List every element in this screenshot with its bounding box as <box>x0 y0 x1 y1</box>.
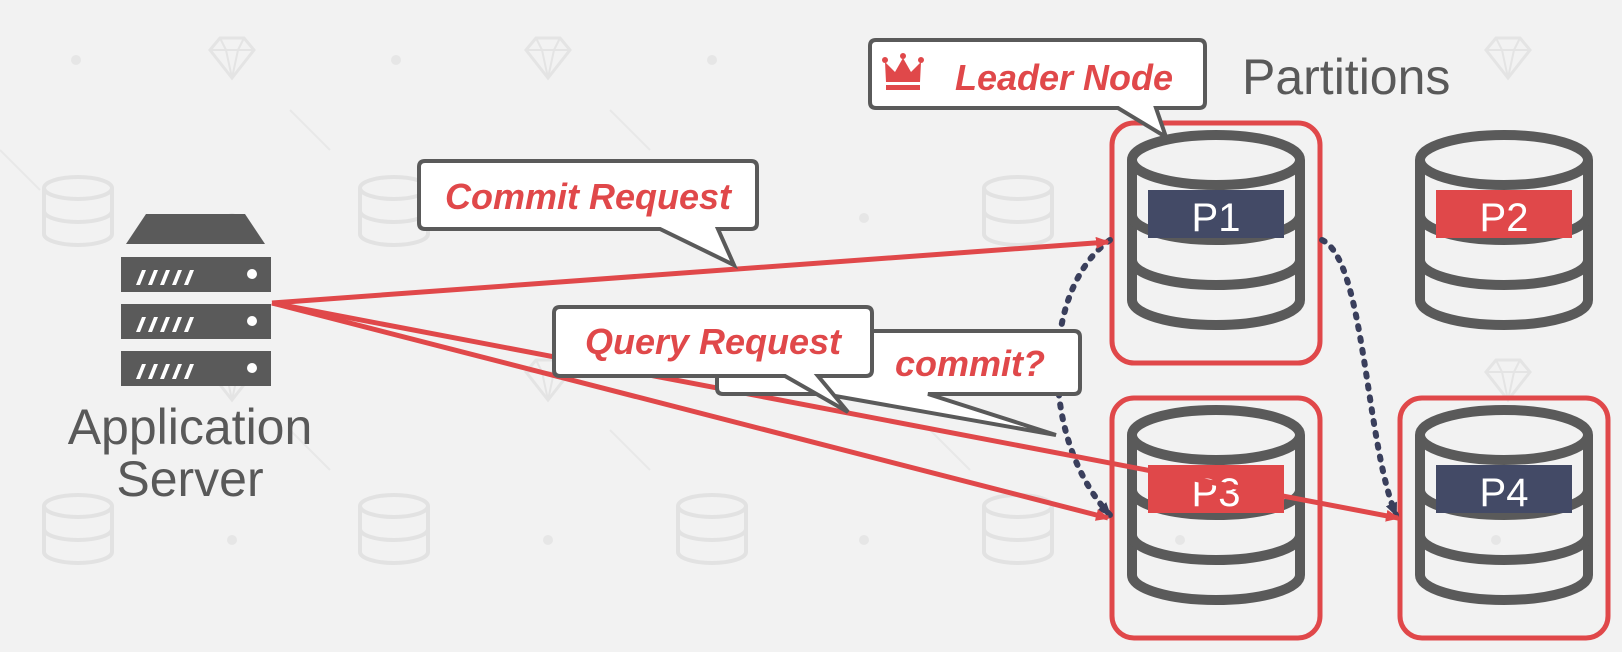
database-icon <box>1127 405 1305 605</box>
prepare-arrow-to-p4 <box>1319 237 1399 518</box>
leader-node-callout: Leader Node <box>868 38 1207 142</box>
partitions-title: Partitions <box>1242 49 1450 105</box>
request-arrow-to-p3 <box>271 300 1110 521</box>
partition-p3-highlight <box>1109 395 1323 641</box>
partition-p4[interactable]: P4 <box>1415 405 1593 605</box>
commit-request-callout: Commit Request <box>417 159 759 270</box>
partition-p3[interactable]: P3 <box>1127 405 1305 605</box>
partition-band <box>1436 190 1572 238</box>
server-stack-icon <box>121 214 271 386</box>
partition-p1[interactable]: P1 <box>1127 130 1305 330</box>
query-request-text: Query Request <box>585 321 843 362</box>
partition-band <box>1436 465 1572 513</box>
commit-request-text: Commit Request <box>445 176 733 217</box>
leader-node-text: Leader Node <box>955 57 1173 98</box>
database-icon <box>1127 130 1305 330</box>
partition-p4-highlight <box>1397 395 1611 641</box>
database-icon <box>1415 130 1593 330</box>
database-icon <box>1415 405 1593 605</box>
partition-label: P2 <box>1480 196 1529 240</box>
server-label-line1: Application <box>68 399 313 455</box>
commit-request-arrow <box>271 236 1110 306</box>
partition-band <box>1148 190 1284 238</box>
partition-label: P1 <box>1192 196 1241 240</box>
query-request-callout: Query Request <box>552 305 874 414</box>
server-label-line2: Server <box>116 451 263 507</box>
query-request-arrow-to-p4 <box>271 300 1400 522</box>
partition-label: P4 <box>1480 471 1529 515</box>
partition-p2[interactable]: P2 <box>1415 130 1593 330</box>
crown-icon <box>882 53 924 90</box>
commit-question-text: commit? <box>895 343 1045 384</box>
partition-p1-highlight <box>1109 120 1323 366</box>
